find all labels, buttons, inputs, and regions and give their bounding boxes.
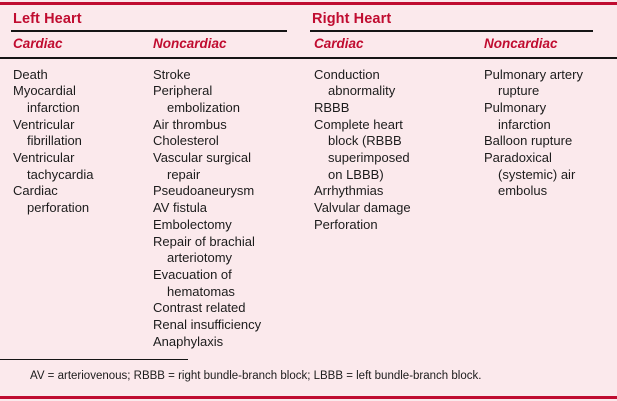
- list-item: Balloon rupture: [484, 133, 573, 149]
- list-item: Myocardial infarction: [13, 83, 80, 115]
- list-item: Conduction abnormality: [314, 66, 396, 99]
- list-item: Pulmonary artery rupture: [484, 66, 583, 99]
- list-item: Ventricular fibrillation: [13, 116, 82, 149]
- right-noncardiac-header: Noncardiac: [484, 36, 558, 51]
- footnote: AV = arteriovenous; RBBB = right bundle-…: [30, 370, 482, 382]
- top-border-rule: [0, 2, 617, 5]
- list-item: Cardiac perforation: [13, 183, 90, 216]
- list-item: Paradoxical (systemic) air embolus: [484, 150, 576, 199]
- left-cardiac-header: Cardiac: [13, 36, 63, 51]
- list-item: AV fistula: [153, 200, 207, 216]
- list-item: Death: [13, 66, 48, 82]
- list-item: Complete heart block (RBBB superimposed …: [314, 116, 410, 182]
- header-rule: [0, 57, 617, 59]
- list-item: Pulmonary infarction: [484, 99, 551, 132]
- list-item: Contrast related: [153, 300, 246, 316]
- left-heart-title: Left Heart: [13, 11, 82, 27]
- list-item: Arrhythmias: [314, 183, 384, 199]
- list-item: Ventricular tachycardia: [13, 150, 94, 182]
- bottom-border-rule: [0, 396, 617, 399]
- list-item: Valvular damage: [314, 200, 411, 216]
- list-item: Air thrombus: [153, 116, 227, 132]
- list-item: Embolectomy: [153, 216, 232, 232]
- left-heading-rule: [11, 30, 287, 32]
- right-cardiac-header: Cardiac: [314, 36, 364, 51]
- list-item: Renal insufficiency: [153, 317, 262, 333]
- list-item: Peripheral embolization: [153, 83, 240, 115]
- list-item: Perforation: [314, 216, 378, 232]
- right-heart-title: Right Heart: [312, 11, 392, 27]
- list-item: RBBB: [314, 99, 350, 115]
- list-item: Anaphylaxis: [153, 333, 224, 349]
- list-item: Repair of brachial arteriotomy: [153, 233, 255, 266]
- footnote-rule: [0, 359, 188, 361]
- list-item: Cholesterol: [153, 133, 219, 149]
- right-heading-rule: [310, 30, 593, 32]
- list-item: Stroke: [153, 66, 191, 82]
- list-item: Vascular surgical repair: [153, 150, 252, 182]
- list-item: Pseudoaneurysm: [153, 183, 255, 199]
- list-item: Evacuation of hematomas: [153, 266, 235, 299]
- left-noncardiac-header: Noncardiac: [153, 36, 227, 51]
